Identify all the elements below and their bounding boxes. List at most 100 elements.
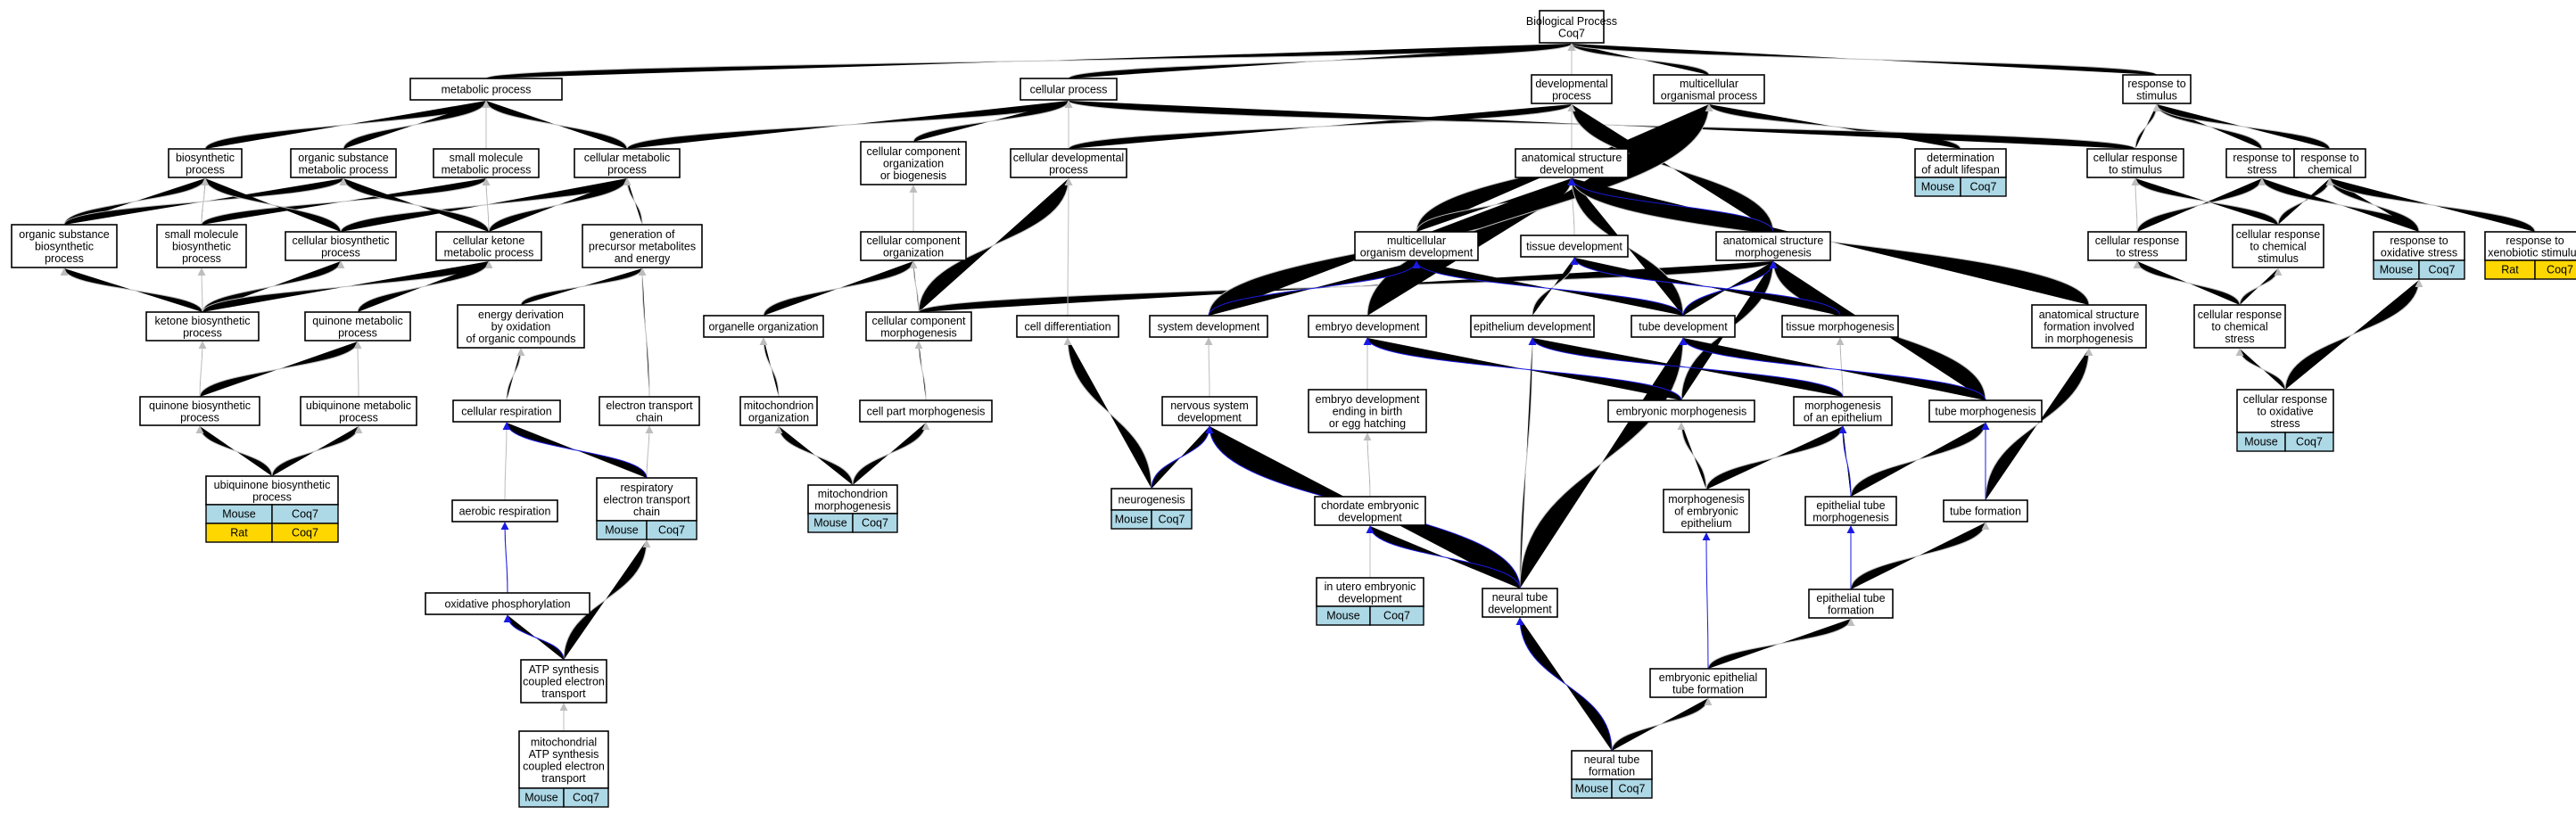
gene-cell (1611, 778, 1653, 799)
part-of-edges (500, 177, 1990, 752)
term-label-line: oxidative phosphorylation (444, 598, 570, 611)
term-node-aerobicresp[interactable]: aerobic respiration (451, 499, 558, 523)
term-box (1781, 315, 1899, 338)
term-label-line: Coq7 (1558, 27, 1585, 39)
term-box (1914, 148, 2007, 178)
term-label-line: neural tube (1492, 591, 1548, 604)
term-node-sysdev[interactable]: system development (1149, 315, 1268, 338)
term-node-tubeform[interactable]: tube formation (1943, 499, 2028, 523)
term-box (1539, 10, 1605, 44)
term-node-cellrespiration[interactable]: cellular respiration (452, 399, 561, 423)
term-label-line: morphogenesis (1804, 399, 1880, 412)
term-node-embryodev[interactable]: embryo development (1308, 315, 1427, 338)
term-node-tubedev[interactable]: tube development (1631, 315, 1736, 338)
part-of-edge (1838, 425, 1852, 498)
term-label-line: electron transport (603, 494, 690, 506)
term-label-line: formation (1828, 604, 1874, 616)
term-node-epidev[interactable]: epithelium development (1470, 315, 1595, 338)
term-node-embryomorph[interactable]: embryonic morphogenesis (1607, 399, 1755, 423)
gene-label: Coq7 (292, 527, 318, 539)
term-node-oxphos[interactable]: oxidative phosphorylation (425, 592, 590, 615)
term-node-tubemorph[interactable]: tube morphogenesis (1928, 399, 2043, 423)
term-label-line: of adult lifespan (1921, 163, 2000, 176)
term-label-line: to stress (2116, 246, 2158, 259)
term-node-cellpartmorph[interactable]: cell part morphogenesis (859, 399, 993, 423)
term-box (2484, 231, 2576, 261)
term-label-line: biosynthetic (172, 241, 231, 253)
term-node-tissuedev[interactable]: tissue development (1520, 235, 1629, 258)
term-node-metab[interactable]: metabolic process (409, 78, 563, 101)
term-box (520, 659, 607, 704)
term-node-celldiff[interactable]: cell differentiation (1016, 315, 1119, 338)
term-label-line: transport (541, 772, 586, 785)
is-a-edge (2239, 267, 2283, 306)
term-node-organelleorg[interactable]: organelle organization (703, 315, 824, 338)
is-a-edge (2134, 103, 2161, 150)
is-a-edge (357, 260, 493, 313)
term-label-line: process (180, 411, 219, 424)
term-label-line: cellular response (2093, 152, 2178, 164)
term-label-line: process (321, 246, 360, 259)
term-node-tissuemorph[interactable]: tissue morphogenesis (1781, 315, 1899, 338)
term-node-cellproc[interactable]: cellular process (1020, 78, 1118, 101)
term-label-line: mitochondrial (531, 736, 597, 748)
term-box (574, 148, 681, 178)
term-label-line: transport (541, 687, 586, 700)
